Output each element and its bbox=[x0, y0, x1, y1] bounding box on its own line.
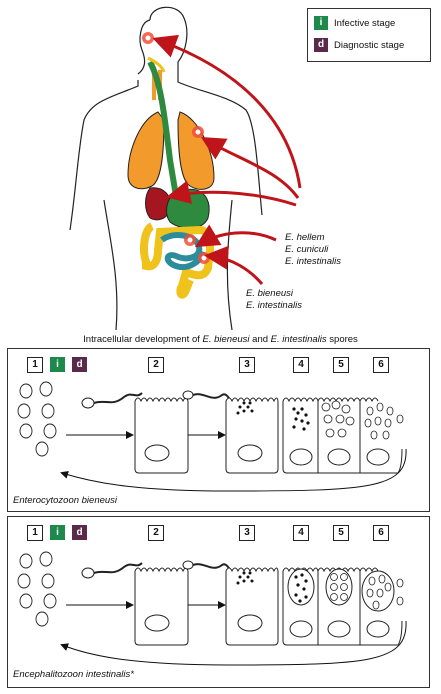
panel-intestinalis: 1 i d 2 3 4 5 6 bbox=[7, 516, 430, 688]
species-hellem: E. hellem bbox=[285, 232, 325, 243]
species-lower-list: E. bieneusi E. intestinalis bbox=[246, 288, 302, 312]
legend-infective: i Infective stage bbox=[314, 16, 395, 30]
species-intestinalis: E. intestinalis bbox=[285, 256, 341, 267]
sporoplasm-dots bbox=[236, 571, 254, 585]
germinating-spore bbox=[81, 567, 95, 579]
spores bbox=[17, 551, 57, 627]
step-4: 4 bbox=[293, 357, 309, 373]
infective-badge: i bbox=[50, 525, 65, 540]
host-cell-3 bbox=[225, 567, 279, 646]
diagnostic-badge: d bbox=[72, 525, 87, 540]
human-body-diagram bbox=[69, 6, 302, 330]
lifecycle-diagram-1 bbox=[17, 381, 407, 492]
left-lung bbox=[127, 111, 165, 190]
species-bieneusi: E. bieneusi bbox=[246, 288, 294, 299]
development-title: Intracellular development of E. bieneusi… bbox=[83, 334, 358, 345]
species-upper-list: E. hellem E. cuniculi E. intestinalis bbox=[285, 232, 341, 268]
diagnostic-label: Diagnostic stage bbox=[334, 39, 405, 51]
step-6: 6 bbox=[373, 357, 389, 373]
sporoplasm-dots bbox=[236, 401, 254, 415]
infective-badge: i bbox=[314, 16, 328, 30]
step-1: 1 bbox=[27, 525, 43, 541]
sporonts bbox=[330, 573, 348, 601]
body-outline bbox=[69, 6, 263, 330]
step-6: 6 bbox=[373, 525, 389, 541]
panel2-label: Encephalitozoon intestinalis* bbox=[13, 669, 134, 680]
mature-spores bbox=[364, 402, 404, 440]
flow-arrows bbox=[60, 601, 407, 666]
panel1-label: Enterocytozoon bieneusi bbox=[13, 495, 118, 506]
small-intestine bbox=[160, 232, 207, 270]
sporonts bbox=[321, 400, 355, 438]
infective-badge: i bbox=[50, 357, 65, 372]
transmission-arrows bbox=[152, 34, 302, 285]
proliferative-plasmodia bbox=[292, 407, 310, 431]
meronts bbox=[294, 573, 308, 603]
lifecycle-diagram-2 bbox=[17, 551, 407, 666]
host-cell-2 bbox=[134, 567, 189, 646]
step-2: 2 bbox=[148, 357, 164, 373]
infective-label: Infective stage bbox=[334, 17, 396, 29]
step-5: 5 bbox=[333, 525, 349, 541]
flow-arrows bbox=[60, 431, 407, 492]
legend: i Infective stage d Diagnostic stage bbox=[307, 8, 431, 62]
step-2: 2 bbox=[148, 525, 164, 541]
species-intestinalis-lower: E. intestinalis bbox=[246, 300, 302, 311]
germinating-spore bbox=[81, 397, 95, 409]
diagnostic-badge: d bbox=[314, 38, 328, 52]
legend-diagnostic: d Diagnostic stage bbox=[314, 38, 404, 52]
species-cuniculi: E. cuniculi bbox=[285, 244, 329, 255]
step-3: 3 bbox=[239, 357, 255, 373]
right-lung bbox=[177, 111, 215, 190]
liver bbox=[145, 187, 171, 221]
step-1: 1 bbox=[27, 357, 43, 373]
step-5: 5 bbox=[333, 357, 349, 373]
panel-bieneusi: 1 i d 2 3 4 5 6 bbox=[7, 348, 430, 512]
esophagus bbox=[147, 60, 179, 197]
mature-spores bbox=[366, 574, 404, 610]
diagnostic-badge: d bbox=[72, 357, 87, 372]
host-cell-2 bbox=[134, 397, 189, 474]
step-4: 4 bbox=[293, 525, 309, 541]
spores bbox=[17, 381, 57, 457]
step-3: 3 bbox=[239, 525, 255, 541]
host-cell-3 bbox=[225, 397, 279, 474]
